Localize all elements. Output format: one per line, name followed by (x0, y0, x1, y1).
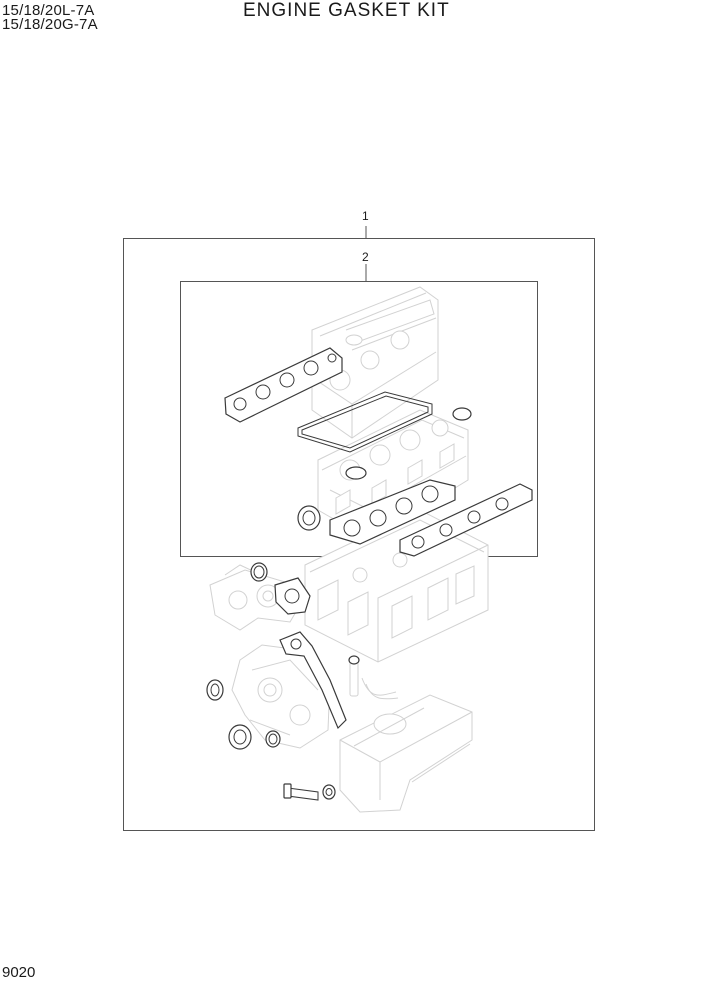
oil-pan (339, 694, 473, 813)
cylinder-head-cover (311, 286, 439, 439)
cylinder-head-gasket (329, 479, 456, 545)
oil-seal-small (265, 730, 281, 748)
exhaust-manifold-gasket (399, 483, 533, 557)
callout-2: 2 (362, 250, 369, 264)
page-title: ENGINE GASKET KIT (243, 0, 450, 21)
model-number-line-1: 15/18/20L-7A (2, 2, 95, 19)
intake-manifold-gasket (224, 347, 343, 423)
water-pump-gasket (274, 577, 311, 615)
dipstick-tube (349, 661, 359, 697)
engine-block (304, 509, 489, 663)
plug-seal (452, 407, 472, 421)
oil-strainer-pipe (361, 677, 397, 696)
callout-1: 1 (362, 209, 369, 223)
camshaft-oil-seal (297, 505, 321, 531)
timing-cover-gasket (279, 631, 347, 730)
plug-tube-seal (345, 466, 367, 480)
page-number: 9020 (2, 964, 36, 981)
cylinder-head (317, 409, 469, 541)
head-cover-gasket (297, 391, 433, 453)
kit-frame-outer (123, 238, 595, 831)
crankshaft-rear-seal (228, 724, 252, 750)
ghost-engine-parts (209, 286, 489, 813)
crankshaft-front-seal (206, 679, 224, 701)
drain-plug-washer (322, 784, 336, 800)
gasket-parts (206, 347, 533, 801)
dipstick-o-ring (348, 655, 360, 665)
timing-cover (231, 644, 331, 749)
water-pump-o-ring (250, 562, 268, 582)
drain-bolt (283, 783, 319, 801)
model-number-line-2: 15/18/20G-7A (2, 16, 98, 33)
